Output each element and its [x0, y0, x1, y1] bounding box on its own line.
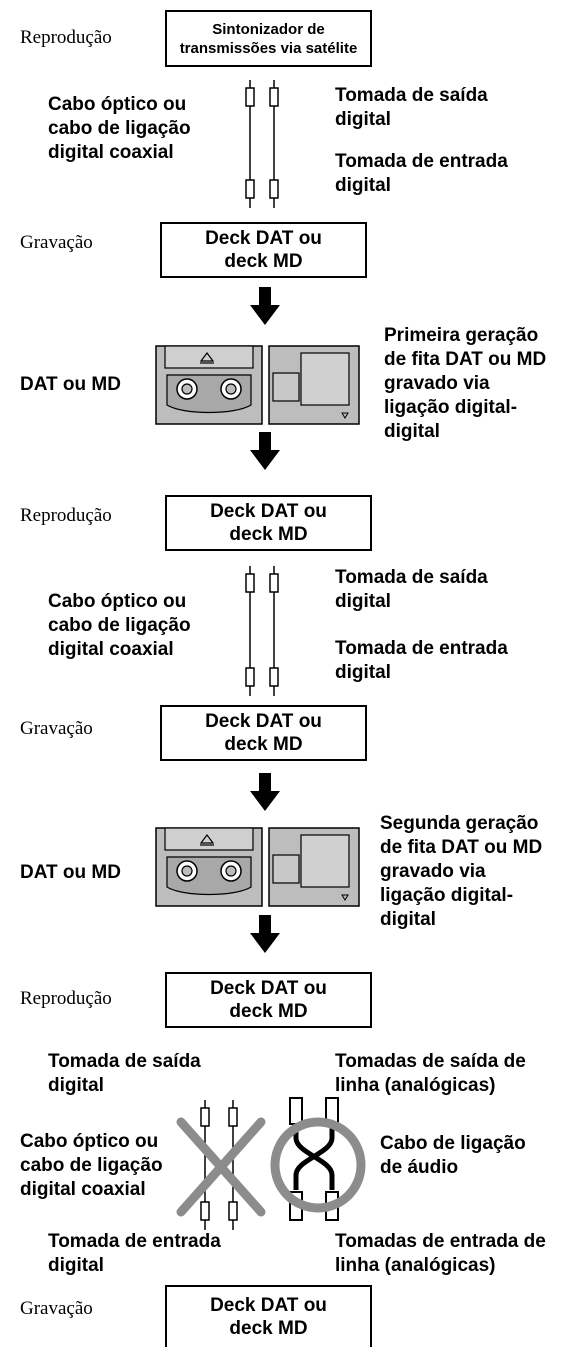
cable-pair-icon: [245, 566, 279, 696]
dat-md-deck-box-4: Deck DAT ou deck MD: [165, 972, 372, 1028]
role-recording-3: Gravação: [20, 1298, 93, 1319]
down-arrow-icon: [250, 287, 280, 325]
line-out-label: Tomadas de saída de linha (analógicas): [335, 1051, 526, 1096]
digital-cable-crossed-out: [176, 1100, 266, 1230]
x-mark-icon: [176, 1117, 266, 1217]
dat-md-media-illustration-1: [155, 345, 360, 425]
dat-or-md-label-1: DAT ou MD: [20, 374, 121, 395]
line-in-label: Tomadas de entrada de linha (analógicas): [335, 1231, 546, 1276]
down-arrow-icon: [250, 773, 280, 811]
dat-md-deck-box-3: Deck DAT ou deck MD: [160, 705, 367, 761]
dat-md-deck-box-5: Deck DAT ou deck MD: [165, 1285, 372, 1347]
dat-cassette-icon: [155, 345, 263, 425]
dat-md-deck-box-1: Deck DAT ou deck MD: [160, 222, 367, 278]
down-arrow-icon: [250, 915, 280, 953]
second-generation-label: Segunda geração de fita DAT ou MD gravad…: [380, 813, 543, 930]
cable-pair-icon: [245, 80, 279, 208]
role-recording-2: Gravação: [20, 718, 93, 739]
optical-cable-label-1: Cabo óptico ou cabo de ligação digital c…: [48, 94, 191, 163]
audio-cable-label: Cabo de ligação de áudio: [380, 1133, 526, 1178]
down-arrow-icon: [250, 432, 280, 470]
role-recording-1: Gravação: [20, 232, 93, 253]
digital-in-label-2: Tomada de entrada digital: [335, 638, 508, 683]
satellite-tuner-box: Sintonizador de transmissões via satélit…: [165, 10, 372, 67]
dat-or-md-label-2: DAT ou MD: [20, 862, 121, 883]
role-playback-1: Reprodução: [20, 27, 112, 48]
audio-cable-allowed: [270, 1097, 366, 1221]
digital-in-label-1: Tomada de entrada digital: [335, 151, 508, 196]
digital-out-label-1: Tomada de saída digital: [335, 85, 488, 130]
dat-md-deck-box-2: Deck DAT ou deck MD: [165, 495, 372, 551]
optical-cable-label-3: Cabo óptico ou cabo de ligação digital c…: [20, 1131, 163, 1200]
optical-cable-label-2: Cabo óptico ou cabo de ligação digital c…: [48, 591, 191, 660]
role-playback-3: Reprodução: [20, 988, 112, 1009]
digital-in-label-3: Tomada de entrada digital: [48, 1231, 221, 1276]
role-playback-2: Reprodução: [20, 505, 112, 526]
digital-out-label-3: Tomada de saída digital: [48, 1051, 201, 1096]
digital-out-label-2: Tomada de saída digital: [335, 567, 488, 612]
minidisc-icon: [268, 345, 360, 425]
dat-cassette-icon: [155, 827, 263, 907]
cable-pair-icon: [200, 1100, 238, 1230]
minidisc-icon: [268, 827, 360, 907]
dat-md-media-illustration-2: [155, 827, 360, 907]
first-generation-label: Primeira geração de fita DAT ou MD grava…: [384, 325, 547, 442]
circle-mark-icon: [270, 1117, 366, 1213]
